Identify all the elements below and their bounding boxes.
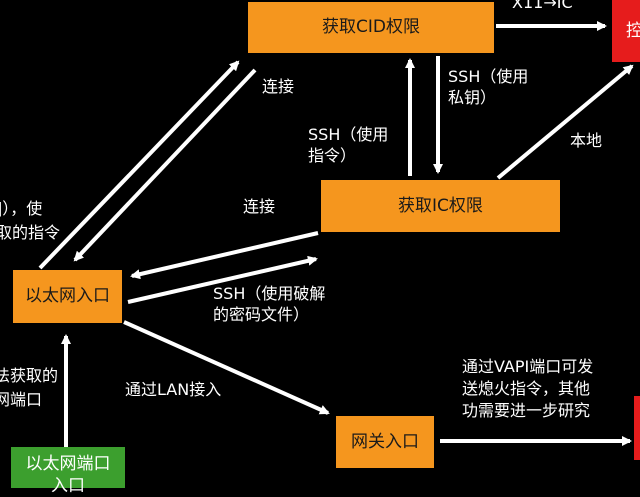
arrow-eth-to-ic: [127, 255, 318, 304]
node-port-label-2: 入口: [51, 476, 85, 497]
node-cid-label: 获取CID权限: [322, 17, 420, 38]
edge-label-left-bottom-partial: 法获取的 网端口: [0, 366, 59, 409]
edge-label-connect-top: 连接: [262, 77, 295, 96]
node-gateway-label: 网关入口: [351, 431, 419, 452]
arrow-eth-to-cid: [38, 60, 240, 270]
node-get-cid-permission: 获取CID权限: [248, 2, 494, 53]
node-ethernet-port-entry: 以太网端口 入口: [11, 447, 125, 496]
edge-label-ssh-command: SSH（使用 指令）: [308, 125, 389, 165]
node-eth-label: 以太网入口: [25, 286, 110, 307]
arrow-ic-to-eth: [130, 231, 319, 280]
node-port-label-1: 以太网端口: [25, 454, 111, 474]
node-red-bottom-right: [634, 396, 640, 460]
node-red-top-label: 控: [626, 20, 640, 41]
node-ic-label: 获取IC权限: [398, 195, 483, 216]
arrow-cid-to-eth: [73, 68, 257, 262]
node-ethernet-entry: 以太网入口: [13, 270, 122, 323]
edge-label-lan: 通过LAN接入: [125, 380, 222, 399]
edge-label-connect-mid: 连接: [243, 197, 276, 216]
edge-label-left-top-partial: ]），使 取的指令: [0, 199, 61, 242]
arrow-eth-to-gateway: [123, 320, 330, 415]
edge-label-x11: X11→IC: [512, 0, 573, 12]
node-gateway-entry: 网关入口: [336, 416, 434, 468]
node-get-ic-permission: 获取IC权限: [321, 180, 560, 232]
edge-label-vapi: 通过VAPI端口可发 送熄火指令，其他 功需要进一步研究: [462, 357, 594, 420]
edge-label-ssh-cracked-password: SSH（使用破解 的密码文件）: [213, 284, 326, 324]
arrow-ic-to-red: [496, 64, 634, 180]
edge-label-local: 本地: [570, 131, 603, 150]
node-red-top-right: 控: [612, 0, 640, 62]
edge-label-ssh-private-key: SSH（使用 私钥）: [448, 67, 529, 107]
